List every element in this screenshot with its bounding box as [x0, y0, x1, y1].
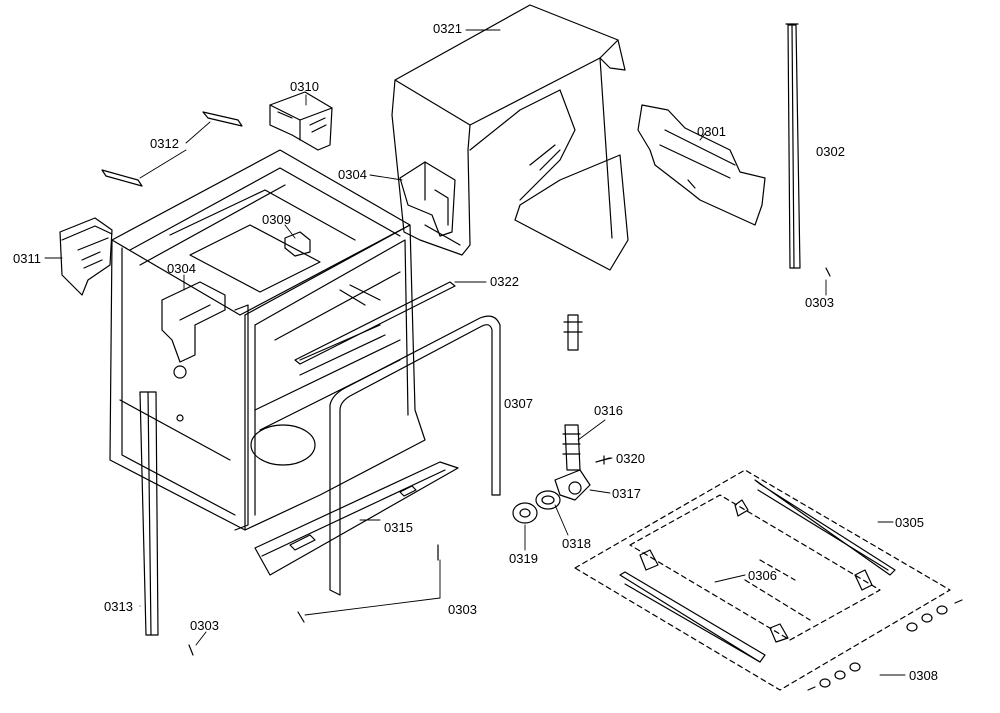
part-0307-gasket — [329, 315, 501, 596]
part-0321-housing — [391, 4, 629, 271]
part-0304-upper-bracket — [399, 161, 456, 237]
label-0310[interactable]: 0310 — [290, 79, 319, 94]
label-0318[interactable]: 0318 — [562, 536, 591, 551]
label-0315[interactable]: 0315 — [384, 520, 413, 535]
label-0303-bottom-center[interactable]: 0303 — [448, 602, 477, 617]
label-0302[interactable]: 0302 — [816, 144, 845, 159]
label-0321[interactable]: 0321 — [433, 21, 462, 36]
part-0301-panel — [637, 104, 766, 226]
label-0311[interactable]: 0311 — [13, 251, 41, 266]
label-0303-bottom-left[interactable]: 0303 — [190, 618, 219, 633]
part-0302-rod — [785, 23, 801, 269]
label-0306[interactable]: 0306 — [748, 568, 777, 583]
label-0320[interactable]: 0320 — [616, 451, 645, 466]
part-0312-clips — [101, 111, 243, 187]
label-0304-upper[interactable]: 0304 — [338, 167, 367, 182]
part-0316-spray-arm — [562, 424, 581, 471]
part-0318-ring — [535, 490, 561, 510]
part-0315-plate — [254, 461, 459, 576]
label-0303-top[interactable]: 0303 — [805, 295, 834, 310]
part-0319-disc — [512, 502, 538, 524]
label-0312[interactable]: 0312 — [150, 136, 179, 151]
part-0311-block — [59, 217, 113, 296]
label-0301[interactable]: 0301 — [697, 124, 726, 139]
label-0309[interactable]: 0309 — [262, 212, 291, 227]
label-0304-lower[interactable]: 0304 — [167, 261, 196, 276]
label-0305[interactable]: 0305 — [895, 515, 924, 530]
part-center-plug — [563, 314, 583, 351]
label-0319[interactable]: 0319 — [509, 551, 538, 566]
part-0313-strip — [139, 391, 159, 636]
part-0304-lower-bracket — [161, 281, 226, 363]
part-rack-assembly — [574, 469, 963, 691]
part-0322-bar — [294, 281, 456, 365]
part-0310-block — [269, 91, 333, 151]
label-0313[interactable]: 0313 — [104, 599, 133, 614]
leader-lines — [44, 29, 906, 676]
part-0309 — [284, 231, 311, 257]
label-0317[interactable]: 0317 — [612, 486, 641, 501]
label-0316[interactable]: 0316 — [594, 403, 623, 418]
label-0307[interactable]: 0307 — [504, 396, 533, 411]
part-tub — [109, 149, 426, 531]
part-0303-screws — [188, 267, 831, 656]
label-0308[interactable]: 0308 — [909, 668, 938, 683]
label-0322[interactable]: 0322 — [490, 274, 519, 289]
part-0317-fitting — [554, 469, 591, 501]
